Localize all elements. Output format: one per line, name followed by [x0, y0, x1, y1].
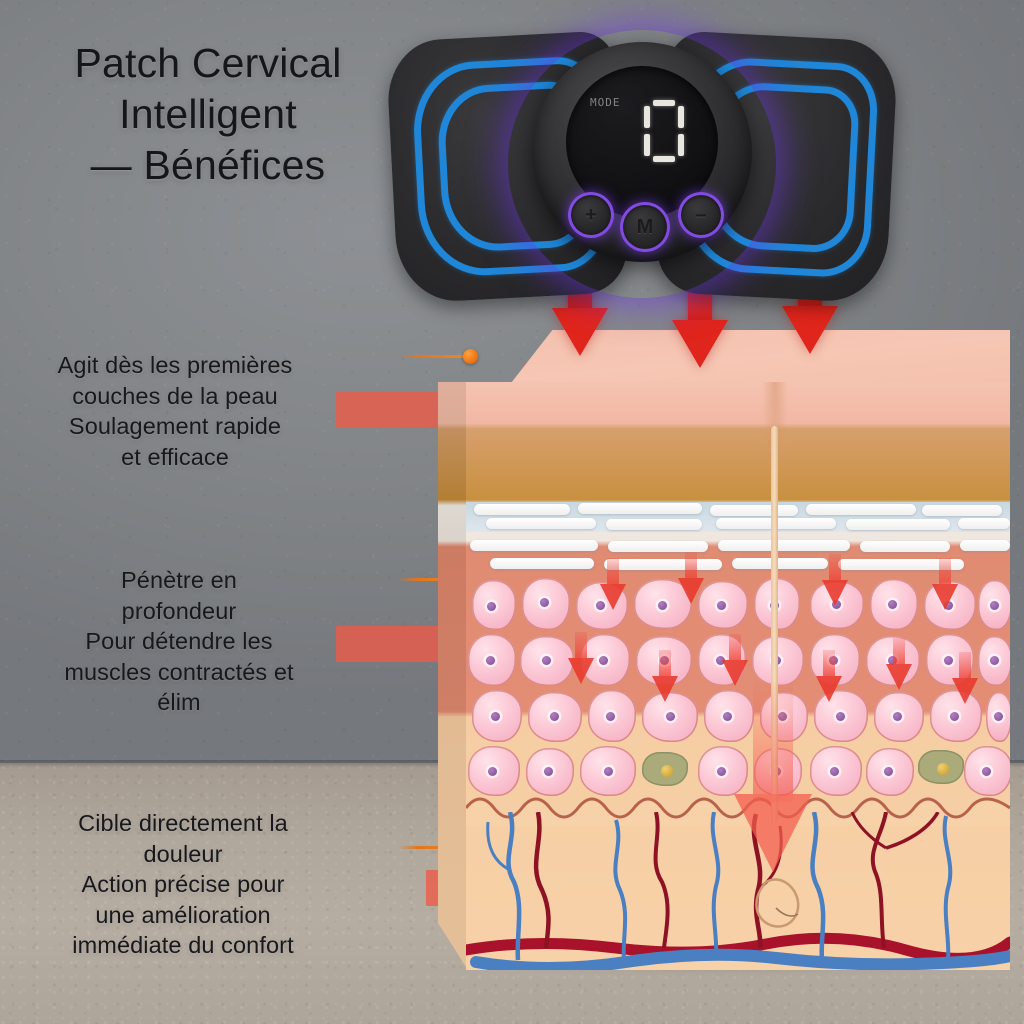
corneum-brick: [474, 504, 570, 515]
arrow-head: [672, 320, 728, 368]
penetration-arrow: [568, 632, 594, 686]
corneum-brick: [732, 558, 828, 569]
penetration-arrow: [952, 652, 978, 706]
epidermal-cell: [870, 579, 918, 630]
epidermal-cell: [468, 634, 516, 686]
epidermal-cell: [472, 580, 516, 630]
corneum-brick: [958, 518, 1010, 529]
vascular-network: [466, 812, 1010, 970]
skin-block-left-face: [438, 382, 468, 970]
minus-icon: –: [695, 203, 707, 226]
mode-icon: M: [636, 215, 654, 238]
benefit-text-2: Pénètre en profondeur Pour détendre les …: [64, 567, 294, 716]
corneum-brick: [490, 558, 594, 569]
epidermal-cell: [588, 690, 636, 742]
epidermal-cell: [528, 692, 582, 742]
corneum-brick: [470, 540, 598, 551]
skin-layers-front-face: [466, 382, 1010, 970]
epidermal-cell: [866, 748, 914, 796]
benefit-text-3: Cible directement la douleur Action préc…: [72, 810, 294, 959]
epidermal-cell: [522, 578, 570, 630]
epidermal-cell: [520, 636, 574, 686]
epidermal-cell: [978, 636, 1010, 686]
benefit-text-1: Agit dès les premières couches de la pea…: [57, 352, 293, 470]
stimulation-arrow-2: [672, 280, 728, 368]
penetration-arrow: [886, 638, 912, 692]
epidermal-cell: [472, 690, 522, 742]
epidermal-cell: [468, 746, 520, 796]
screen-mode-label: MODE: [590, 96, 621, 109]
increase-intensity-button[interactable]: +: [568, 192, 614, 238]
melanocyte-cell: [918, 750, 964, 784]
penetration-arrow: [652, 650, 678, 704]
decrease-intensity-button[interactable]: –: [678, 192, 724, 238]
penetration-arrow: [722, 634, 748, 688]
corneum-brick: [838, 559, 964, 570]
skin-cross-section-diagram: [438, 330, 1010, 974]
leader-dot-1: [463, 349, 478, 364]
arrow-head: [552, 308, 608, 356]
screen-intensity-digit: [644, 100, 684, 162]
mode-button[interactable]: M: [620, 202, 670, 252]
epidermal-cell: [964, 746, 1010, 796]
epidermal-cell: [810, 746, 862, 796]
leader-line-1: [398, 355, 466, 358]
epidermal-cell: [526, 748, 574, 796]
control-unit-body[interactable]: MODE + M –: [532, 42, 752, 262]
penetration-arrow: [816, 650, 842, 704]
hair-shaft: [771, 426, 778, 822]
epidermal-cell: [986, 692, 1010, 742]
cervical-patch-device: MODE + M –: [385, 28, 899, 304]
penetration-arrow: [822, 554, 848, 608]
epidermal-cell: [874, 692, 924, 742]
arrow-head: [782, 306, 838, 354]
dermal-junction: [466, 797, 1010, 826]
deep-penetration-arrow: [734, 682, 812, 872]
penetration-arrow: [678, 552, 704, 606]
corneum-brick: [486, 518, 596, 529]
epidermal-cell: [752, 636, 804, 686]
corneum-brick: [604, 559, 722, 570]
leader-line-3: [398, 846, 466, 849]
plus-icon: +: [585, 203, 597, 226]
corneum-brick: [922, 505, 1002, 516]
page-title: Patch Cervical Intelligent — Bénéfices: [74, 40, 342, 188]
corneum-brick: [606, 519, 702, 530]
corneum-brick: [710, 505, 798, 516]
corneum-brick: [960, 540, 1010, 551]
corneum-brick: [578, 503, 702, 514]
corneum-brick: [806, 504, 916, 515]
epidermal-cell: [978, 580, 1010, 630]
corneum-brick: [718, 540, 850, 551]
penetration-arrow: [932, 558, 958, 612]
corneum-brick: [860, 541, 950, 552]
epidermal-cell: [580, 746, 636, 796]
penetration-arrow: [600, 558, 626, 612]
corneum-brick: [846, 519, 950, 530]
melanocyte-cell: [642, 752, 688, 786]
epidermal-cell: [698, 581, 748, 629]
epidermal-cell: [698, 746, 748, 796]
corneum-brick: [608, 541, 708, 552]
epidermal-cell: [704, 690, 754, 742]
leader-line-2: [398, 578, 466, 581]
